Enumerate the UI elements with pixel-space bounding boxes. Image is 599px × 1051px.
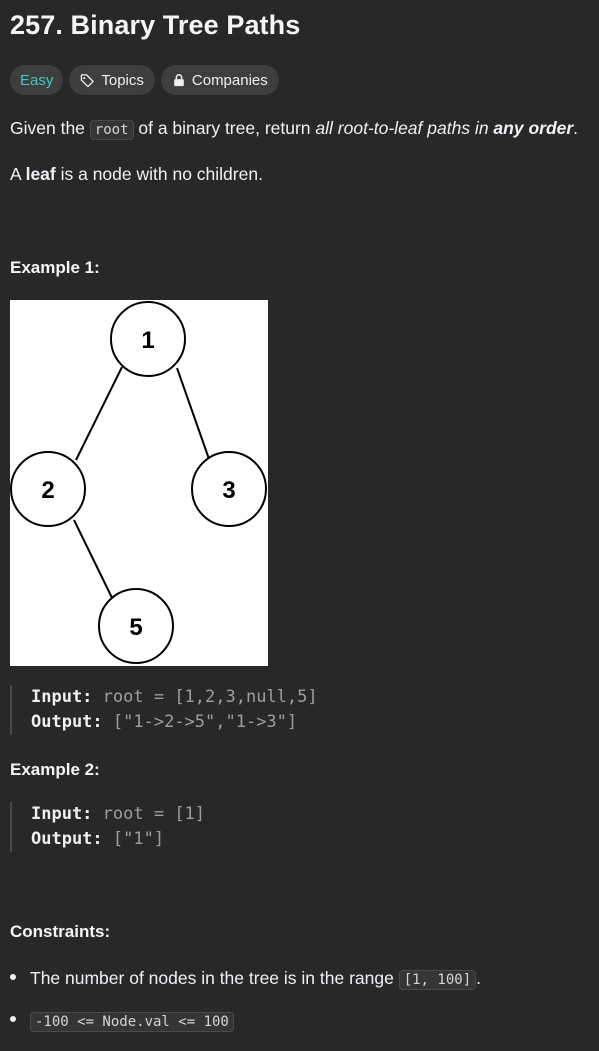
description-text: .	[573, 118, 579, 138]
description-text: Given the	[10, 118, 90, 138]
example-2-heading: Example 2:	[10, 760, 100, 779]
bullet-dot	[10, 1016, 16, 1023]
companies-button[interactable]: Companies	[160, 65, 279, 95]
tree-node-label: 5	[129, 614, 142, 641]
description-text: is a node with no children.	[55, 164, 263, 184]
example-2-block: Input: root = [1] Output: ["1"]	[10, 802, 205, 852]
tree-edges	[73, 366, 210, 607]
description-text: A	[10, 164, 26, 184]
description-emphasis: all root-to-leaf paths in	[315, 118, 494, 138]
tree-node-label: 2	[41, 477, 54, 504]
output-value: ["1"]	[112, 829, 165, 849]
description-strong: leaf	[25, 164, 56, 184]
input-label: Input:	[31, 687, 93, 707]
constraint-text: .	[476, 968, 482, 988]
page-title: 257. Binary Tree Paths	[10, 10, 301, 40]
tag-row: Easy Topics Companies	[10, 65, 279, 95]
topics-button[interactable]: Topics	[69, 65, 155, 95]
companies-label: Companies	[191, 71, 268, 89]
description-text: of a binary tree, return	[133, 118, 316, 138]
description-paragraph-1: Given the root of a binary tree, return …	[10, 118, 579, 140]
description-strong-emphasis: any order	[493, 118, 574, 138]
output-value: ["1->2->5","1->3"]	[112, 712, 298, 732]
tree-node-label: 1	[141, 327, 154, 354]
output-label: Output:	[31, 712, 103, 732]
inline-code-root: root	[89, 120, 134, 140]
topics-label: Topics	[101, 71, 144, 89]
constraints-heading: Constraints:	[10, 922, 111, 941]
inline-code-node-val: -100 <= Node.val <= 100	[30, 1012, 234, 1032]
tree-node-circle	[98, 588, 174, 664]
inline-code-range: [1, 100]	[398, 970, 477, 990]
description-paragraph-2: A leaf is a node with no children.	[10, 164, 263, 185]
constraint-text: The number of nodes in the tree is in th…	[30, 968, 399, 988]
tree-node-circle	[10, 451, 86, 527]
tag-icon	[80, 73, 95, 88]
input-value: root = [1,2,3,null,5]	[102, 687, 318, 707]
example-1-block: Input: root = [1,2,3,null,5] Output: ["1…	[10, 685, 318, 735]
lock-icon	[172, 73, 186, 87]
constraint-item: The number of nodes in the tree is in th…	[10, 968, 482, 990]
tree-edge	[73, 519, 117, 607]
bullet-dot	[10, 974, 16, 981]
tree-node-circle	[110, 301, 186, 377]
tree-diagram: 1 2 3 5	[10, 300, 268, 666]
constraint-item: -100 <= Node.val <= 100	[10, 1010, 234, 1032]
tree-edge	[176, 367, 210, 460]
example-1-heading: Example 1:	[10, 258, 100, 277]
input-value: root = [1]	[102, 804, 206, 824]
tree-node-circle	[191, 451, 267, 527]
difficulty-badge[interactable]: Easy	[10, 65, 64, 95]
input-label: Input:	[31, 804, 93, 824]
output-label: Output:	[31, 829, 103, 849]
tree-edge	[75, 366, 123, 461]
tree-node-label: 3	[222, 477, 235, 504]
